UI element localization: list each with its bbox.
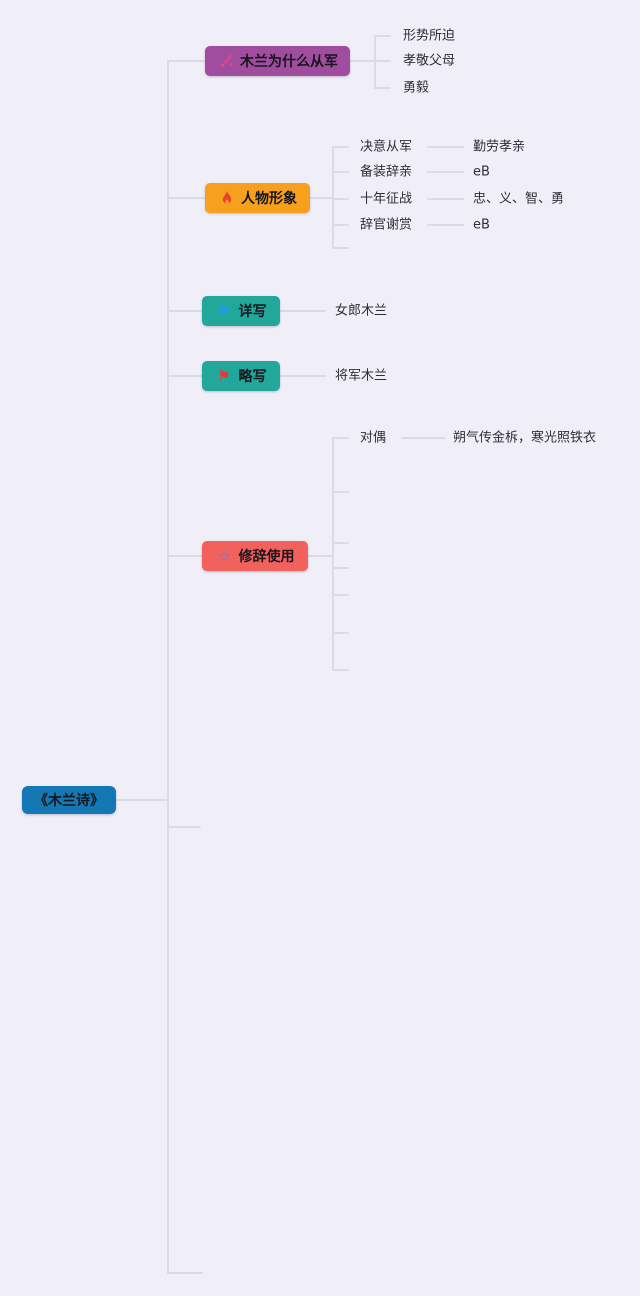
leaf-diligent-filial[interactable]: 勤劳孝亲 [473, 139, 526, 155]
leaf-maiden-mulan[interactable]: 女郎木兰 [335, 303, 388, 319]
leaf-forced-by-situation[interactable]: 形势所迫 [403, 28, 456, 44]
branch-brief-writing[interactable]: ⚑ 略写 [202, 361, 280, 391]
branch-label: 修辞使用 [238, 549, 295, 565]
root-node[interactable]: 《木兰诗》 [22, 786, 116, 814]
leaf-bravery[interactable]: 勇毅 [403, 80, 430, 96]
root-label: 《木兰诗》 [34, 793, 104, 809]
leaf-filial-piety[interactable]: 孝敬父母 [403, 53, 456, 69]
leaf-ten-years-war[interactable]: 十年征战 [360, 191, 413, 207]
leaf-loyal-righteous-wise-brave[interactable]: 忠、义、智、勇 [473, 191, 565, 207]
branch-why-mulan-joined[interactable]: 木兰为什么从军 [205, 46, 350, 76]
leaf-decide-to-join[interactable]: 决意从军 [360, 139, 413, 155]
flame-icon [218, 190, 235, 207]
branch-rhetoric-usage[interactable]: ☆ 修辞使用 [202, 541, 308, 571]
star-icon: ☆ [216, 546, 232, 565]
branch-detailed-writing[interactable]: ⚑ 详写 [202, 296, 280, 326]
leaf-eb-1[interactable]: eB [473, 164, 490, 180]
leaf-eb-2[interactable]: eB [473, 217, 490, 233]
branch-character-image[interactable]: 人物形象 [205, 183, 310, 213]
subtree-line [307, 437, 349, 671]
red-flag-icon: ⚑ [217, 366, 231, 385]
leaf-antithesis[interactable]: 对偶 [360, 430, 387, 446]
leaf-general-mulan[interactable]: 将军木兰 [335, 368, 388, 384]
leaf-connector-line [279, 310, 326, 377]
branch-label: 木兰为什么从军 [240, 54, 338, 70]
leaf-antithesis-example[interactable]: 朔气传金柝，寒光照铁衣 [453, 430, 597, 446]
branch-label: 人物形象 [241, 191, 297, 207]
leaf-decline-reward[interactable]: 辞官谢赏 [360, 217, 413, 233]
blue-flag-icon: ⚑ [217, 301, 231, 320]
grandchild-connector-line [427, 146, 464, 226]
branch-label: 略写 [238, 369, 267, 385]
subtree-line [349, 35, 391, 89]
pink-mark-icon [217, 53, 234, 70]
subtree-line [309, 146, 349, 249]
branch-label: 详写 [238, 304, 267, 320]
leaf-prepare-farewell[interactable]: 备装辞亲 [360, 164, 413, 180]
